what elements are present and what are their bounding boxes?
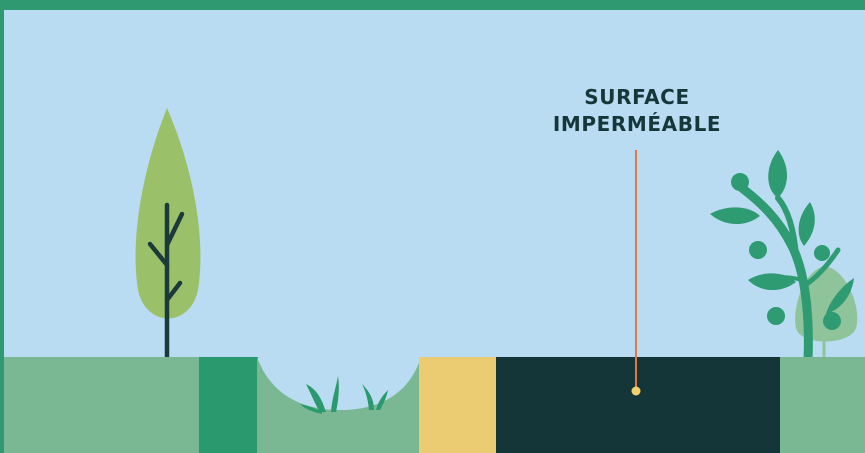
surface-label: SURFACE IMPERMÉABLE	[512, 84, 762, 138]
ground-left	[4, 357, 200, 453]
surface-label-line2: IMPERMÉABLE	[552, 112, 722, 136]
scene-svg	[4, 10, 865, 453]
tree-trunk	[147, 202, 185, 363]
illustration-scene: SURFACE IMPERMÉABLE	[4, 10, 865, 453]
sand-strip	[419, 357, 497, 453]
bush-berry	[823, 312, 841, 330]
surface-label-line1: SURFACE	[584, 85, 690, 109]
ground-dark-strip	[199, 357, 258, 453]
swale-basin	[257, 357, 421, 453]
grass-tufts	[300, 376, 388, 414]
impermeable-surface	[496, 357, 781, 453]
pointer-dot	[631, 386, 641, 396]
climbing-plant	[710, 150, 854, 365]
ground-right	[780, 357, 865, 453]
